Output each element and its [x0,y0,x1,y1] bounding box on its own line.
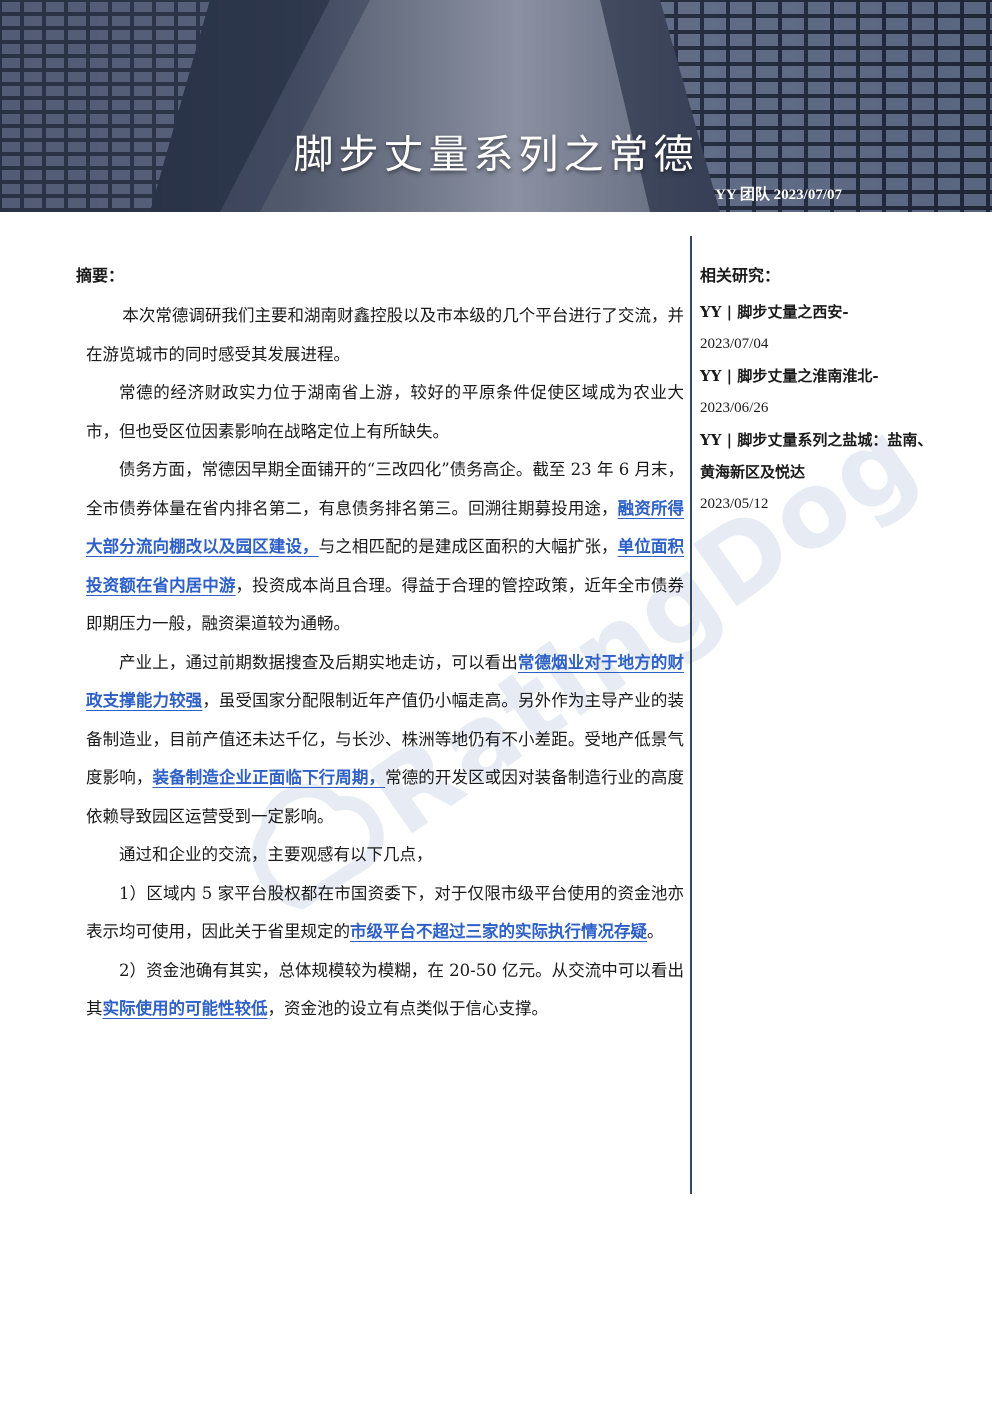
abstract-label: 摘要： [76,266,125,285]
paragraph-text: 与之相匹配的是建成区面积的大幅扩张， [318,537,618,556]
highlighted-finding: 实际使用的可能性较低 [102,999,268,1018]
highlighted-finding: 常德烟业对于地方的财政支撑能力较强 [86,652,685,711]
paragraph-text: 通过和企业的交流，主要观感有以下几点， [119,845,433,864]
report-title: 脚步丈量系列之常德 [293,132,699,178]
related-research-item-title: YY | 脚步丈量系列之盐城：盐南、黄海新区及悦达 [700,431,933,481]
paragraph-text: 。 [647,922,664,941]
highlighted-finding: 装备制造企业正面临下行周期， [152,768,386,787]
related-research-item-date: 2023/07/04 [700,336,769,352]
paragraph-text: 1）区域内 5 家平台股权都在市国资委下，对于仅限市级平台使用的资金池亦表示均可… [86,883,684,942]
related-research-item-title: YY | 脚步丈量之西安- [700,303,849,321]
abstract-paragraph: 1）区域内 5 家平台股权都在市国资委下，对于仅限市级平台使用的资金池亦表示均可… [86,875,684,952]
abstract-body: 本次常德调研我们主要和湖南财鑫控股以及市本级的几个平台进行了交流，并在游览城市的… [86,297,684,1029]
paragraph-text: 产业上，通过前期数据搜查及后期实地走访，可以看出 [119,652,518,672]
paragraph-text: 常德的经济财政实力位于湖南省上游，较好的平原条件促使区域成为农业大市，但也受区位… [86,383,684,441]
highlighted-finding: 融资所得大部分流向棚改以及园区建设， [86,498,685,557]
related-research-sidebar: 相关研究： YY | 脚步丈量之西安- 2023/07/04 YY | 脚步丈量之淮… [700,258,940,520]
related-research-item-date: 2023/05/12 [700,496,769,512]
paragraph-text: ，资金池的设立有点类似于信心支撑。 [267,999,549,1018]
header-banner: 脚步丈量系列之常德 YY 团队 2023/07/07 [0,0,992,212]
report-meta: YY 团队 2023/07/07 [715,187,842,203]
paragraph-text: 2）资金池确有其实，总体规模较为模糊，在 20-50 亿元。从交流中可以看出其 [86,960,684,1019]
paragraph-text: 本次常德调研我们主要和湖南财鑫控股以及市本级的几个平台进行了交流，并在游览城市的… [86,306,684,364]
related-research-item-title: YY | 脚步丈量之淮南淮北- [700,367,879,385]
related-research-item[interactable]: YY | 脚步丈量之西安- 2023/07/04 [700,296,940,360]
abstract-paragraph: 产业上，通过前期数据搜查及后期实地走访，可以看出常德烟业对于地方的财政支撑能力较… [86,644,684,837]
skyscraper-graphic [0,0,992,212]
abstract-paragraph: 2）资金池确有其实，总体规模较为模糊，在 20-50 亿元。从交流中可以看出其实… [86,952,684,1029]
paragraph-text: ，投资成本尚且合理。得益于合理的管控政策，近年全市债券即期压力一般，融资渠道较为… [86,575,685,634]
abstract-paragraph: 通过和企业的交流，主要观感有以下几点， [86,836,684,875]
abstract-paragraph: 本次常德调研我们主要和湖南财鑫控股以及市本级的几个平台进行了交流，并在游览城市的… [86,297,684,374]
highlighted-finding: 单位面积投资额在省内居中游 [86,537,685,595]
abstract-paragraph: 债务方面，常德因早期全面铺开的“三改四化”债务高企。截至 23 年 6 月末，全… [86,451,684,644]
related-research-item-date: 2023/06/26 [700,400,769,416]
paragraph-text: 常德的开发区或因对装备制造行业的高度依赖导致园区运营受到一定影响。 [86,768,685,826]
related-research-item[interactable]: YY | 脚步丈量系列之盐城：盐南、黄海新区及悦达 2023/05/12 [700,424,940,520]
related-research-list: YY | 脚步丈量之西安- 2023/07/04 YY | 脚步丈量之淮南淮北- 20… [700,296,940,520]
abstract-paragraph: 常德的经济财政实力位于湖南省上游，较好的平原条件促使区域成为农业大市，但也受区位… [86,374,684,451]
paragraph-text: 债务方面，常德因早期全面铺开的“三改四化”债务高企。截至 23 年 6 月末，全… [86,460,684,518]
paragraph-text: ，虽受国家分配限制近年产值仍小幅走高。另外作为主导产业的装备制造业，目前产值还未… [86,691,685,787]
related-research-title: 相关研究： [700,266,781,285]
related-research-item[interactable]: YY | 脚步丈量之淮南淮北- 2023/06/26 [700,360,940,424]
highlighted-finding: 市级平台不超过三家的实际执行情况存疑 [350,922,647,941]
main-content: 摘要： 本次常德调研我们主要和湖南财鑫控股以及市本级的几个平台进行了交流，并在游… [76,258,684,1029]
column-divider [690,236,692,1194]
